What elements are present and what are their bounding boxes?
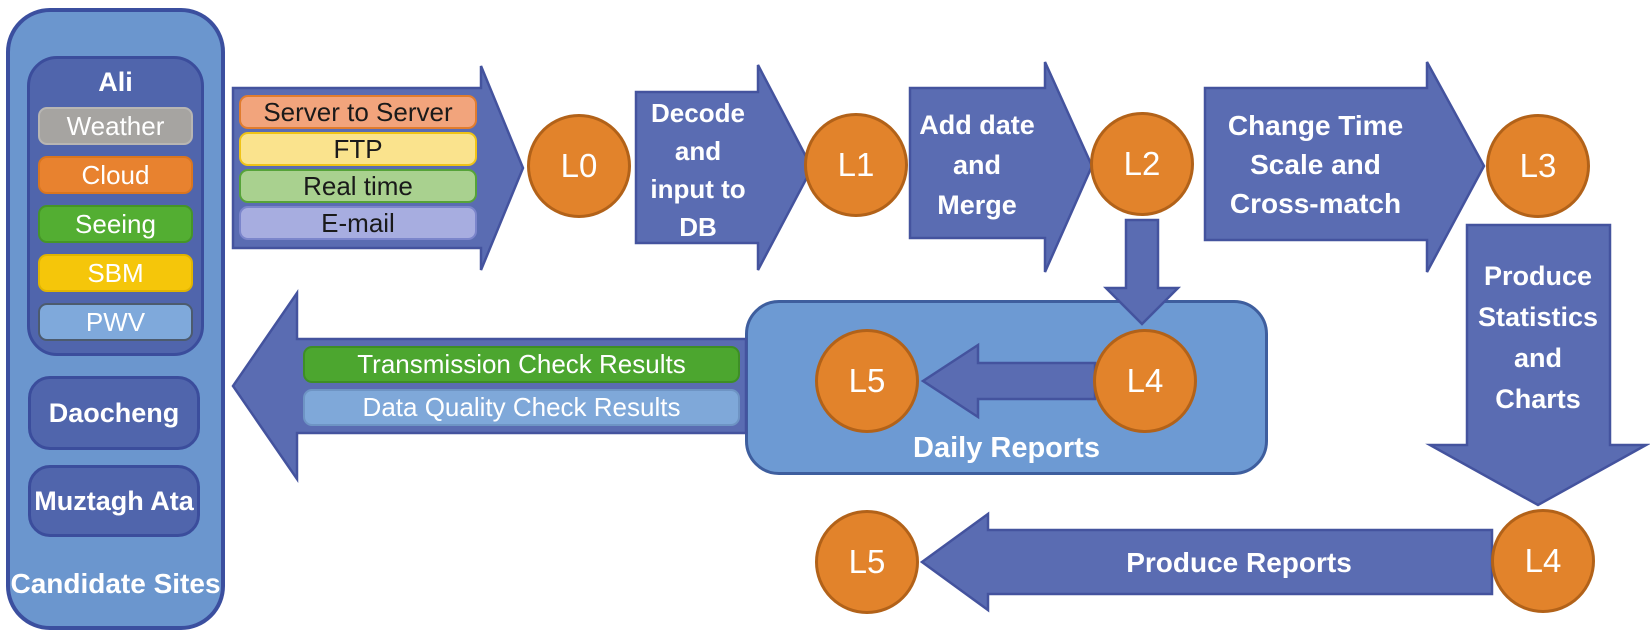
candidate-sites-panel: Ali Weather Cloud Seeing SBM PWV Daochen…	[6, 8, 225, 630]
ali-site-group: Ali Weather Cloud Seeing SBM PWV	[27, 56, 204, 356]
site-daocheng: Daocheng	[28, 376, 200, 450]
transfer-method-real-time: Real time	[239, 169, 477, 203]
node-l3: L3	[1486, 114, 1590, 218]
feedback-arrow	[231, 288, 748, 484]
candidate-sites-title: Candidate Sites	[10, 568, 221, 599]
node-l0: L0	[527, 114, 631, 218]
node-l2: L2	[1090, 112, 1194, 216]
feedback-data-quality-check: Data Quality Check Results	[303, 389, 740, 426]
sensor-pwv: PWV	[38, 303, 193, 341]
site-muztagh-ata: Muztagh Ata	[28, 465, 200, 537]
node-l4-daily: L4	[1093, 329, 1197, 433]
ali-site-title: Ali	[98, 66, 133, 97]
sensor-seeing: Seeing	[38, 205, 193, 243]
node-l4-reports: L4	[1491, 509, 1595, 613]
sensor-cloud: Cloud	[38, 156, 193, 194]
node-l5-daily: L5	[815, 329, 919, 433]
daily-reports-title: Daily Reports	[913, 431, 1100, 464]
sensor-sbm: SBM	[38, 254, 193, 292]
statistics-arrow-label: Produce Statistics and Charts	[1477, 261, 1599, 414]
merge-arrow-label: Add date and Merge	[919, 110, 1035, 220]
feedback-transmission-check: Transmission Check Results	[303, 346, 740, 383]
node-l1: L1	[804, 113, 908, 217]
transfer-method-ftp: FTP	[239, 132, 477, 166]
transfer-method-email: E-mail	[239, 206, 477, 240]
transfer-method-server-to-server: Server to Server	[239, 95, 477, 129]
node-l5-reports: L5	[815, 510, 919, 614]
sensor-weather: Weather	[38, 107, 193, 145]
produce-reports-label: Produce Reports	[1126, 547, 1352, 578]
decode-arrow-label: Decode and input to DB	[650, 98, 746, 242]
crossmatch-arrow-label: Change Time Scale and Cross-match	[1227, 109, 1404, 219]
